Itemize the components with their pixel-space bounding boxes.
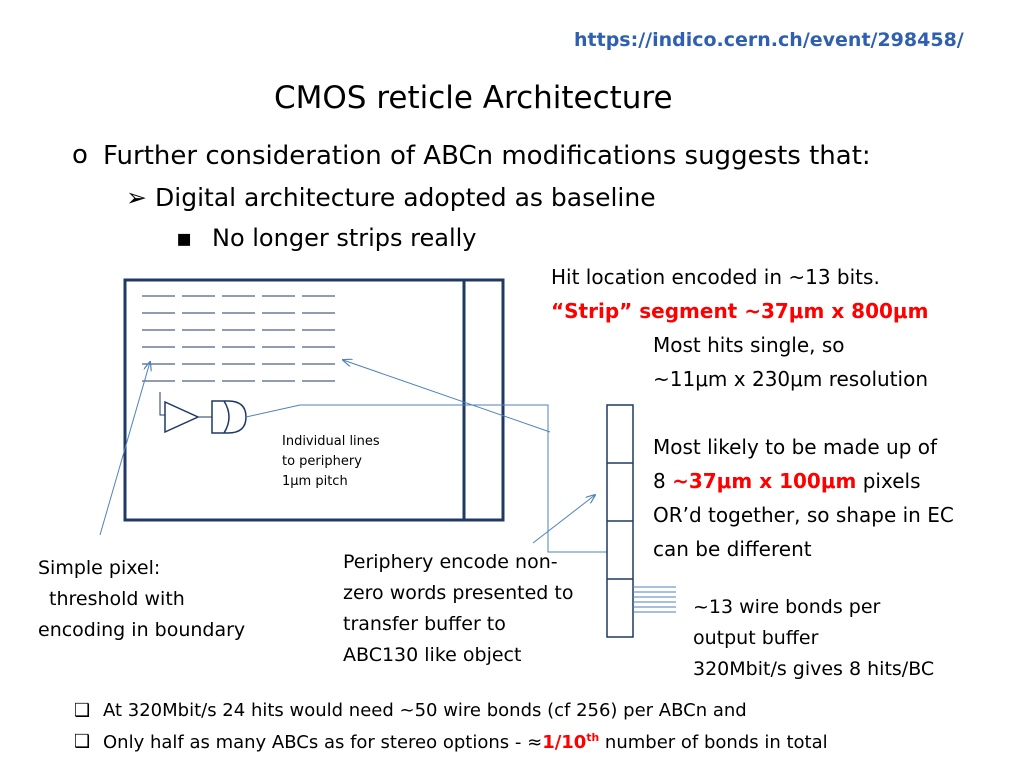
strip-lines-grid bbox=[142, 295, 335, 382]
wire-bonds-caption: ~13 wire bonds per output buffer 320Mbit… bbox=[693, 596, 935, 680]
pixels-note: 8 ~37μm x 100μm pixels bbox=[653, 469, 921, 493]
arrow-periphery bbox=[532, 495, 595, 544]
resolution-note: ~11μm x 230μm resolution bbox=[653, 367, 928, 391]
most-hits-note: Most hits single, so bbox=[653, 333, 845, 357]
bullet-marker-2: ➢ bbox=[126, 183, 147, 212]
reticle-box bbox=[123, 278, 505, 522]
individual-lines-label: Individual lines to periphery 1μm pitch bbox=[282, 434, 380, 489]
source-url[interactable]: https://indico.cern.ch/event/298458/ bbox=[574, 29, 964, 51]
bullet-text-2: Digital architecture adopted as baseline bbox=[155, 183, 656, 212]
hit-location-note: Hit location encoded in ~13 bits. bbox=[551, 265, 880, 289]
footer-marker-2: ❑ bbox=[74, 731, 91, 752]
ord-note: OR’d together, so shape in EC bbox=[653, 503, 954, 527]
footer-text-2: Only half as many ABCs as for stereo opt… bbox=[103, 731, 828, 753]
or-gate-symbol bbox=[211, 400, 247, 434]
likely-note: Most likely to be made up of bbox=[653, 435, 938, 459]
bullet-marker-1: o bbox=[72, 140, 88, 170]
strip-segment-note: “Strip” segment ~37μm x 800μm bbox=[551, 299, 929, 323]
wire-bonds bbox=[633, 586, 676, 613]
page-title: CMOS reticle Architecture bbox=[274, 80, 673, 116]
simple-pixel-caption: Simple pixel: threshold with encoding in… bbox=[38, 557, 246, 641]
pixel-wire bbox=[159, 392, 165, 416]
arrow-simple-pixel bbox=[99, 362, 150, 536]
bullet-marker-3: ▪ bbox=[176, 224, 193, 252]
bullet-text-3: No longer strips really bbox=[212, 224, 477, 252]
bullet-text-1: Further consideration of ABCn modificati… bbox=[103, 141, 871, 171]
arrow-individual-lines bbox=[343, 360, 551, 433]
different-note: can be different bbox=[653, 537, 812, 561]
periphery-caption: Periphery encode non- zero words present… bbox=[343, 551, 574, 666]
footer-marker-1: ❑ bbox=[74, 700, 91, 721]
amplifier-symbol bbox=[164, 400, 200, 434]
footer-text-1: At 320Mbit/s 24 hits would need ~50 wire… bbox=[103, 700, 747, 721]
